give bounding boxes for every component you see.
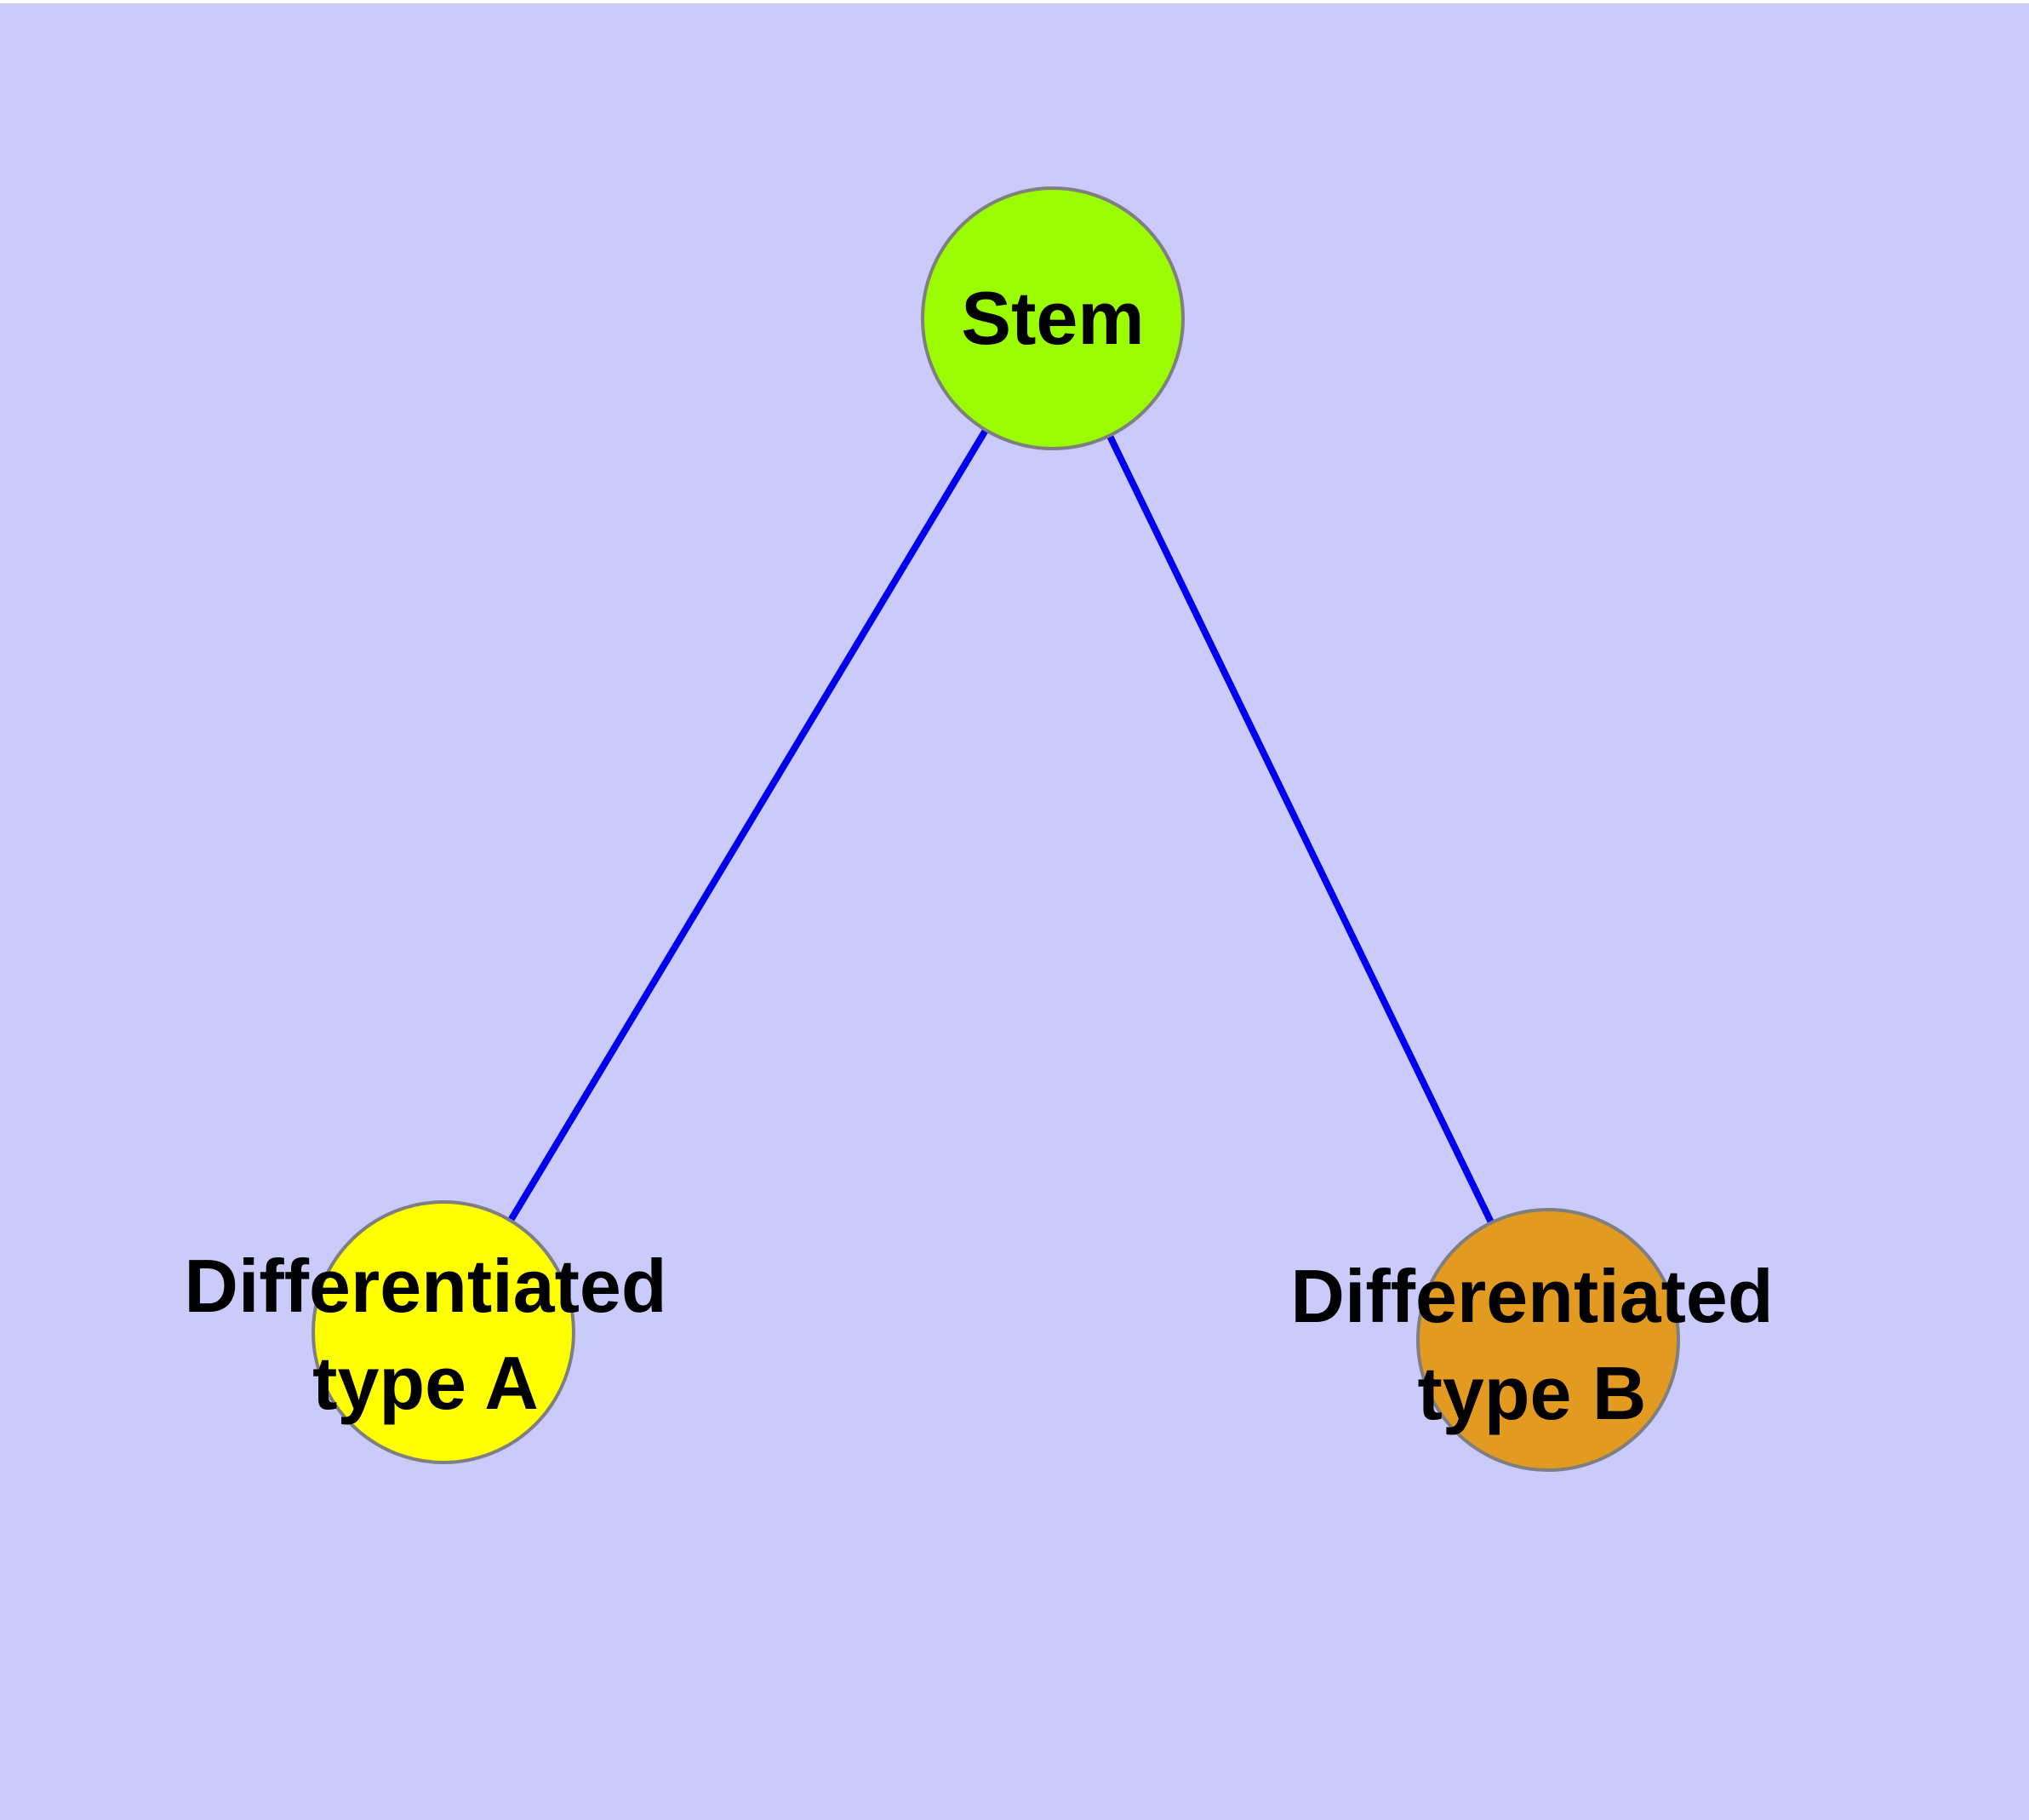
node-stem-label-line: Stem bbox=[961, 276, 1145, 360]
node-differentiated-type-b-circle bbox=[1416, 1208, 1680, 1472]
node-differentiated-type-a-label: Differentiated type A bbox=[184, 1238, 666, 1432]
node-differentiated-type-a-label-line2: type A bbox=[312, 1341, 539, 1425]
node-differentiated-type-a-label-line1: Differentiated bbox=[184, 1244, 667, 1328]
node-stem-circle bbox=[921, 186, 1185, 450]
top-margin-strip bbox=[0, 0, 2029, 3]
node-differentiated-type-b-label-line1: Differentiated bbox=[1290, 1254, 1774, 1338]
edge-stem-to-type-b bbox=[1049, 317, 1552, 1342]
node-stem-label: Stem bbox=[961, 270, 1144, 367]
node-differentiated-type-a-circle bbox=[311, 1200, 575, 1464]
node-differentiated-type-b-label-line2: type B bbox=[1417, 1351, 1647, 1435]
node-differentiated-type-b-label: Differentiated type B bbox=[1290, 1248, 1773, 1442]
edge-stem-to-type-a bbox=[440, 316, 1056, 1335]
